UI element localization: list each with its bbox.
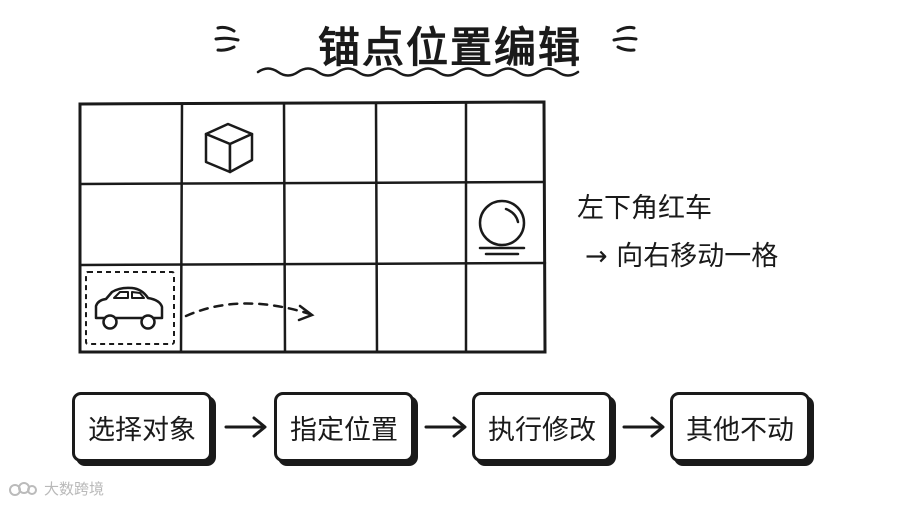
step-arrow-icon: [424, 416, 467, 438]
title-left-dash-icon: [214, 25, 240, 52]
watermark-logo-icon: [9, 481, 37, 496]
step-arrow-icon: [224, 416, 267, 438]
ball-icon: [478, 199, 526, 256]
car-icon: [94, 286, 164, 330]
watermark-text: 大数跨境: [44, 480, 105, 498]
title-wavy-underline: [256, 67, 580, 77]
move-arrow: [184, 302, 315, 322]
step-specify-position: 指定位置: [274, 392, 414, 462]
title-right-dash-icon: [612, 25, 638, 52]
page-title: 锚点位置编辑: [317, 23, 582, 72]
car-selection-box: [85, 271, 175, 345]
step-arrow-icon: [622, 416, 665, 438]
note-line-1: 左下角红车: [577, 193, 712, 224]
note-line-2: → 向右移动一格: [585, 241, 779, 272]
cube-icon: [204, 122, 254, 174]
watermark: 大数跨境: [8, 478, 104, 499]
step-others-unchanged: 其他不动: [670, 392, 810, 462]
step-select-object: 选择对象: [72, 392, 212, 462]
step-execute-edit: 执行修改: [472, 392, 612, 462]
